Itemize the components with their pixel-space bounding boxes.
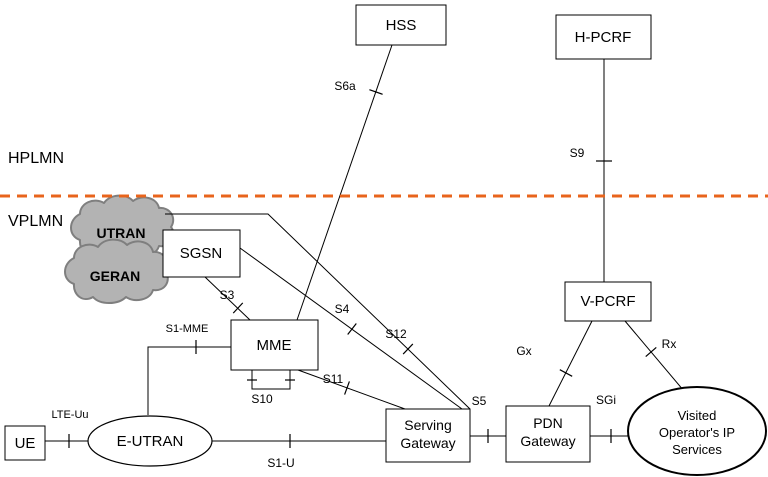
e-utran-node xyxy=(87,415,213,467)
s3-label: S3 xyxy=(220,288,235,302)
edge-s3 xyxy=(204,276,251,321)
edge-s4 xyxy=(239,247,463,410)
mme-node xyxy=(230,319,319,371)
serving-gateway-node xyxy=(385,408,471,463)
s10-label: S10 xyxy=(251,392,273,406)
pdn-gateway-node xyxy=(505,405,591,463)
ue-label: UE xyxy=(15,435,36,452)
s1-mme-label: S1-MME xyxy=(166,323,209,335)
edge-s12 xyxy=(165,213,471,410)
s6a-label: S6a xyxy=(334,79,356,93)
s6a-tick xyxy=(369,89,383,95)
sgsn-node xyxy=(162,229,241,278)
gx-tick xyxy=(559,369,573,377)
s12-tick xyxy=(402,343,414,355)
s1-u-label: S1-U xyxy=(267,456,294,470)
gx-label: Gx xyxy=(516,344,531,358)
visited-services-label-line1: Visited xyxy=(678,408,717,423)
s4-tick xyxy=(347,323,357,335)
rx-label: Rx xyxy=(662,337,677,351)
h-pcrf-node xyxy=(555,14,652,60)
ue-node xyxy=(4,425,46,461)
s11-label: S11 xyxy=(323,372,344,386)
hss-node xyxy=(355,4,447,46)
v-pcrf-node xyxy=(564,281,652,322)
edge-rx xyxy=(624,320,685,392)
s12-label: S12 xyxy=(385,327,407,341)
s4-label: S4 xyxy=(335,302,350,316)
edge-s6a xyxy=(296,44,393,321)
e-utran-label: E-UTRAN xyxy=(117,433,184,450)
sgsn-label: SGSN xyxy=(180,245,223,262)
serving-gateway-label-line2: Gateway xyxy=(400,435,455,451)
edge-s1-mme xyxy=(147,346,231,415)
rx-tick xyxy=(645,346,657,358)
edge-s11 xyxy=(297,369,406,410)
v-pcrf-label: V-PCRF xyxy=(580,293,635,310)
geran-cloud-label: GERAN xyxy=(90,268,141,284)
serving-gateway-label-line1: Serving xyxy=(404,417,451,433)
utran-cloud-label: UTRAN xyxy=(97,225,146,241)
s9-label: S9 xyxy=(570,146,585,160)
mme-label: MME xyxy=(257,337,292,354)
hplmn-label: HPLMN xyxy=(8,150,64,167)
hss-label: HSS xyxy=(386,17,417,34)
visited-services-node xyxy=(627,386,767,476)
sgi-label: SGi xyxy=(596,393,616,407)
pdn-gateway-label-line2: Gateway xyxy=(520,433,575,449)
lte-uu-label: LTE-Uu xyxy=(51,409,88,421)
h-pcrf-label: H-PCRF xyxy=(575,29,632,46)
s11-tick xyxy=(344,381,350,395)
visited-services-label-line3: Services xyxy=(672,442,722,457)
edge-s10 xyxy=(251,370,291,390)
s5-label: S5 xyxy=(472,394,487,408)
visited-services-label-line2: Operator's IP xyxy=(659,425,735,440)
vplmn-label: VPLMN xyxy=(8,213,63,230)
s3-tick xyxy=(232,302,244,314)
pdn-gateway-label-line1: PDN xyxy=(533,415,563,431)
edge-gx xyxy=(548,320,593,407)
